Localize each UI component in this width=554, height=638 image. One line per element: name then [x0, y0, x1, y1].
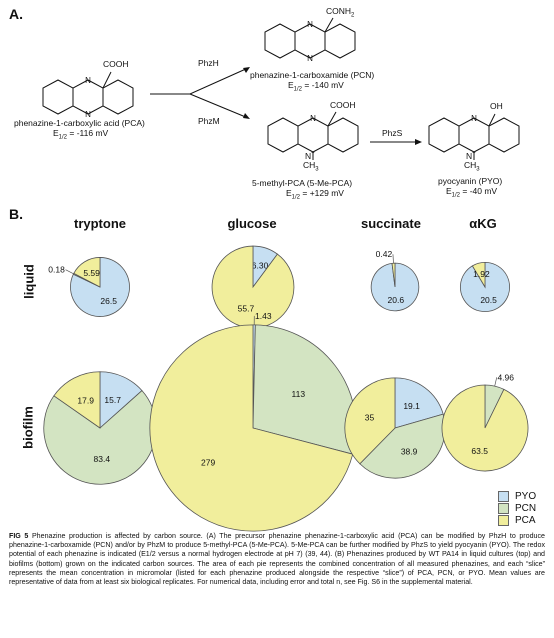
- pyo-nplus-label: N+: [466, 150, 476, 161]
- pie-label-pca: 279: [201, 458, 215, 468]
- pie-label-pca: 17.9: [77, 396, 94, 406]
- pie-slice-pyo: [394, 377, 444, 429]
- pie-label-pca: 63.5: [471, 446, 488, 456]
- pie-slice-pca: [471, 261, 486, 289]
- pca-n-top: N: [85, 76, 91, 85]
- pie-label-pcn: 83.4: [94, 454, 111, 464]
- pie-label-pyo: 19.1: [403, 401, 420, 411]
- pie-biofilm-succinate: 19.1 38.9 35: [344, 377, 446, 479]
- pyo-oh-label: OH: [490, 101, 503, 111]
- pca-n-bottom: N: [85, 110, 91, 119]
- caption-text: Phenazine production is affected by carb…: [9, 532, 545, 587]
- pie-label-pca: 0.42: [376, 249, 393, 259]
- legend: PYO PCN PCA: [498, 490, 536, 526]
- me-pca-structure: [267, 111, 359, 160]
- pie-slice-pyo: [70, 257, 130, 317]
- pie-biofilm-akg: 4.96 63.5: [441, 372, 529, 472]
- phenazine-pathway-diagram: N N N N N N: [42, 17, 520, 160]
- column-header-akg: αKG: [469, 216, 497, 231]
- me-pca-nplus-label: N+: [305, 150, 315, 161]
- pie-leader-pca: [392, 254, 394, 264]
- pca-name: phenazine-1-carboxylic acid (PCA): [14, 118, 145, 128]
- pie-slice-pca: [344, 377, 396, 465]
- pyo-redox: E1/2 = -40 mV: [446, 186, 498, 199]
- pcn-name: phenazine-1-carboxamide (PCN): [250, 70, 375, 80]
- me-pca-name: 5-methyl-PCA (5-Me-PCA): [252, 178, 353, 188]
- pie-label-pyo: 20.5: [480, 295, 497, 305]
- pie-label-pcn: 113: [292, 389, 306, 399]
- pcn-n-bottom: N: [307, 54, 313, 63]
- legend-swatch-pcn: [498, 502, 509, 514]
- legend-item-pcn: PCN: [498, 502, 536, 514]
- caption-label: FIG 5: [9, 532, 29, 540]
- me-pca-cooh-label: COOH: [330, 100, 356, 110]
- pie-label-pcn: 4.96: [497, 372, 514, 382]
- column-header-tryptone: tryptone: [74, 216, 126, 231]
- pie-leader-pcn: [65, 269, 74, 275]
- column-header-glucose: glucose: [227, 216, 277, 231]
- legend-item-pca: PCA: [498, 514, 536, 526]
- pie-leader-pcn: [494, 377, 498, 387]
- pca-structure: [42, 71, 134, 115]
- pie-label-pca: 5.59: [83, 268, 100, 278]
- pie-liquid-tryptone: 26.5 0.18 5.59: [48, 257, 130, 317]
- pie-label-pyo: 15.7: [104, 395, 121, 405]
- column-header-succinate: succinate: [361, 216, 421, 231]
- pie-liquid-glucose: 6.30 55.7: [211, 245, 295, 329]
- pyo-n-top: N: [471, 114, 477, 123]
- me-pca-ch3-label: CH3: [303, 160, 319, 173]
- pie-slice-pca: [53, 371, 101, 429]
- pcn-conh2-label: CONH2: [326, 6, 355, 19]
- pie-label-pyo: 1.43: [255, 311, 272, 321]
- panel-b-label: B.: [9, 206, 23, 222]
- legend-item-pyo: PYO: [498, 490, 536, 502]
- phzs-label: PhzS: [382, 128, 403, 138]
- pcn-n-top: N: [307, 20, 313, 29]
- pie-slice-pca: [149, 324, 354, 532]
- pie-biofilm-tryptone: 15.7 83.4 17.9: [43, 371, 157, 485]
- me-pca-redox: E1/2 = +129 mV: [286, 188, 344, 201]
- pie-label-pyo: 20.6: [388, 295, 405, 305]
- pyo-structure: [428, 113, 520, 160]
- pie-label-pyo: 26.5: [100, 296, 117, 306]
- pie-label-pcn: 38.9: [401, 447, 418, 457]
- pie-label-pca: 55.7: [238, 303, 255, 313]
- phzm-label: PhzM: [198, 116, 220, 126]
- pca-redox: E1/2 = -116 mV: [53, 128, 109, 141]
- pie-label-pcn: 0.18: [48, 265, 65, 275]
- legend-label-pcn: PCN: [515, 502, 537, 514]
- pie-label-pca: 35: [365, 413, 375, 423]
- pie-slice-pca: [73, 257, 101, 288]
- phzm-arrow: [189, 93, 249, 119]
- legend-swatch-pyo: [498, 490, 509, 502]
- phzh-label: PhzH: [198, 58, 219, 68]
- pie-chart-grid: 26.5 0.18 5.59 6.30 55.7 20.6 0.42 20.5 1.92 15.7…: [43, 245, 529, 532]
- pie-slice-pca: [441, 384, 529, 472]
- panel-a-label: A.: [9, 6, 23, 22]
- pca-cooh-label: COOH: [103, 59, 129, 69]
- legend-label-pca: PCA: [515, 514, 536, 526]
- pie-slice-pca: [211, 245, 295, 329]
- pie-biofilm-glucose: 1.43 113 279: [149, 311, 357, 532]
- pyo-ch3-label: CH3: [464, 160, 480, 173]
- pyo-name: pyocyanin (PYO): [438, 176, 503, 186]
- pie-liquid-succinate: 20.6 0.42: [370, 249, 420, 312]
- pcn-redox: E1/2 = -140 mV: [288, 80, 344, 93]
- pcn-structure: [264, 17, 356, 59]
- pie-liquid-akg: 20.5 1.92: [460, 261, 510, 313]
- pie-label-pca: 1.92: [473, 269, 490, 279]
- legend-swatch-pca: [498, 514, 509, 526]
- pie-label-pyo: 6.30: [252, 261, 269, 271]
- me-pca-n-top: N: [310, 114, 316, 123]
- legend-label-pyo: PYO: [515, 490, 537, 502]
- figure-caption: FIG 5 Phenazine production is affected b…: [9, 532, 545, 587]
